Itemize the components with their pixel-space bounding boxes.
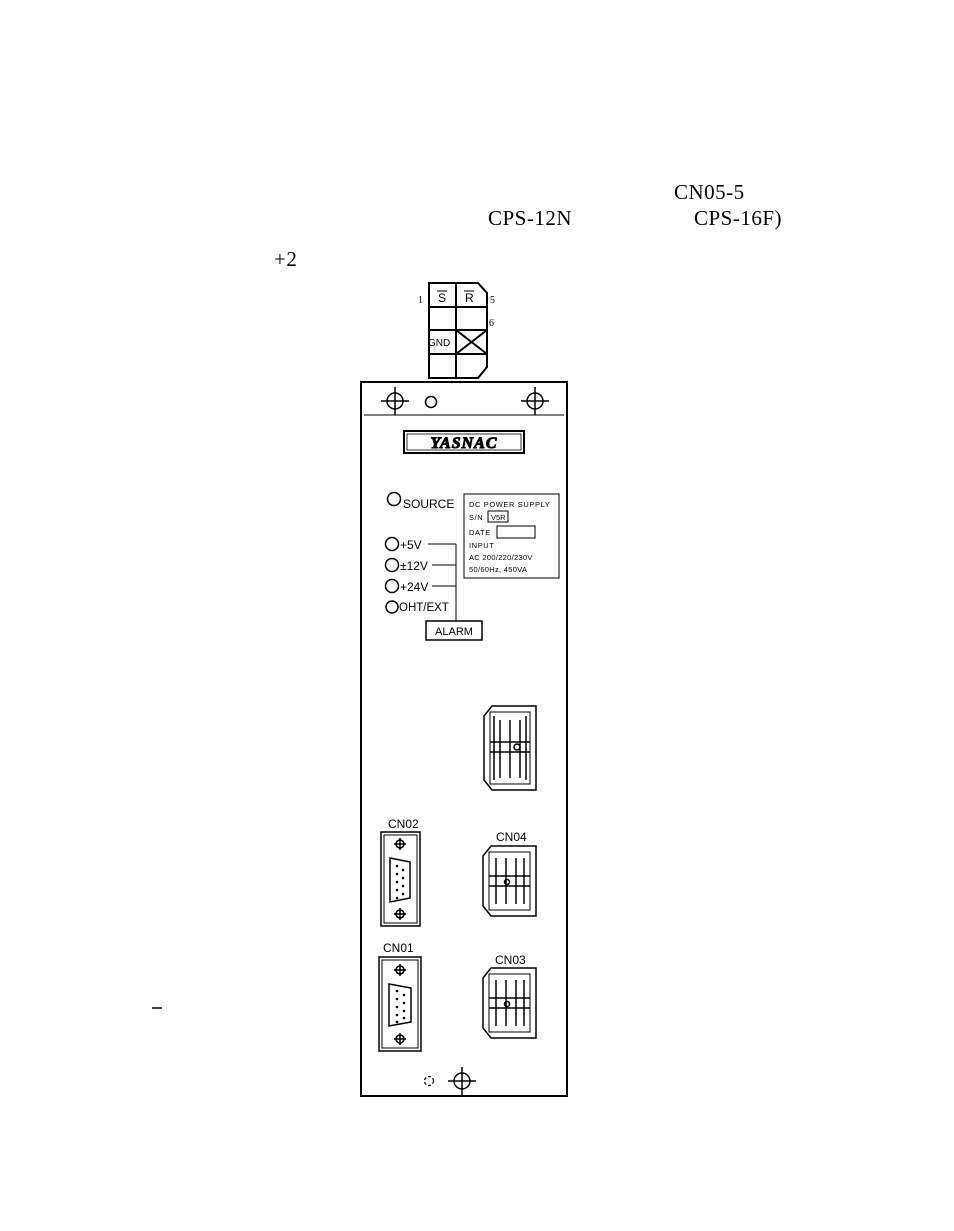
nameplate-input-label: INPUT [469,541,495,550]
pin-s-label: S [438,291,446,305]
connector-cn03 [482,967,537,1039]
header-fragment-plus2: +2 [274,247,298,271]
lamp-12v-icon [384,557,400,573]
pin-r-label: R [465,291,474,305]
indicator-24v-label: +24V [400,580,428,594]
mounting-screw-icon [521,387,549,415]
connector-cn02 [380,831,421,927]
panel-outline [360,381,568,1097]
hole-icon [424,395,438,409]
cn04-label: CN04 [496,830,527,844]
nameplate-sn-value: V5R [491,513,506,522]
nameplate-title: DC POWER SUPPLY [469,500,550,509]
source-lamp-icon [386,491,402,507]
cn02-label: CN02 [388,817,419,831]
alarm-label: ALARM [435,626,473,638]
nameplate-sn-label: S/N [469,513,483,522]
brand-logo-box [403,430,525,454]
indicator-5v-label: +5V [400,538,422,552]
header-fragment-cn05: CN05-5 [674,180,745,204]
bottom-screw-icon [448,1067,476,1095]
lamp-24v-icon [384,578,400,594]
pin-1-label: 1 [418,295,423,306]
pin-gnd-label: GND [428,338,450,349]
lamp-oht-icon [385,600,399,614]
cn01-label: CN01 [383,941,414,955]
bottom-hole-icon [423,1075,435,1087]
header-fragment-cps16f: CPS-16F) [694,206,783,230]
indicator-12v-label: ±12V [400,559,428,573]
source-label: SOURCE [403,497,454,511]
pin-6-label: 6 [489,318,494,329]
pin-5-label: 5 [490,295,495,306]
brand-logo: YASNAC [430,435,497,452]
nameplate-frequency: 50/60Hz, 450VA [469,565,527,574]
nameplate [463,493,560,579]
indicator-oht-label: OHT/EXT [399,602,449,614]
nameplate-date-box [496,525,536,539]
connector-cn01 [378,956,422,1052]
lamp-5v-icon [384,536,400,552]
nameplate-date-label: DATE [469,528,491,537]
connector-cn04 [482,845,537,917]
header-fragment-cps12n: CPS-12N [488,206,573,230]
mounting-screw-icon [381,387,409,415]
connector-cn05 [483,705,537,791]
alarm-box [425,620,483,641]
pinout-outline [428,282,488,379]
nameplate-voltage: AC 200/220/230V [469,553,533,562]
cn03-label: CN03 [495,953,526,967]
